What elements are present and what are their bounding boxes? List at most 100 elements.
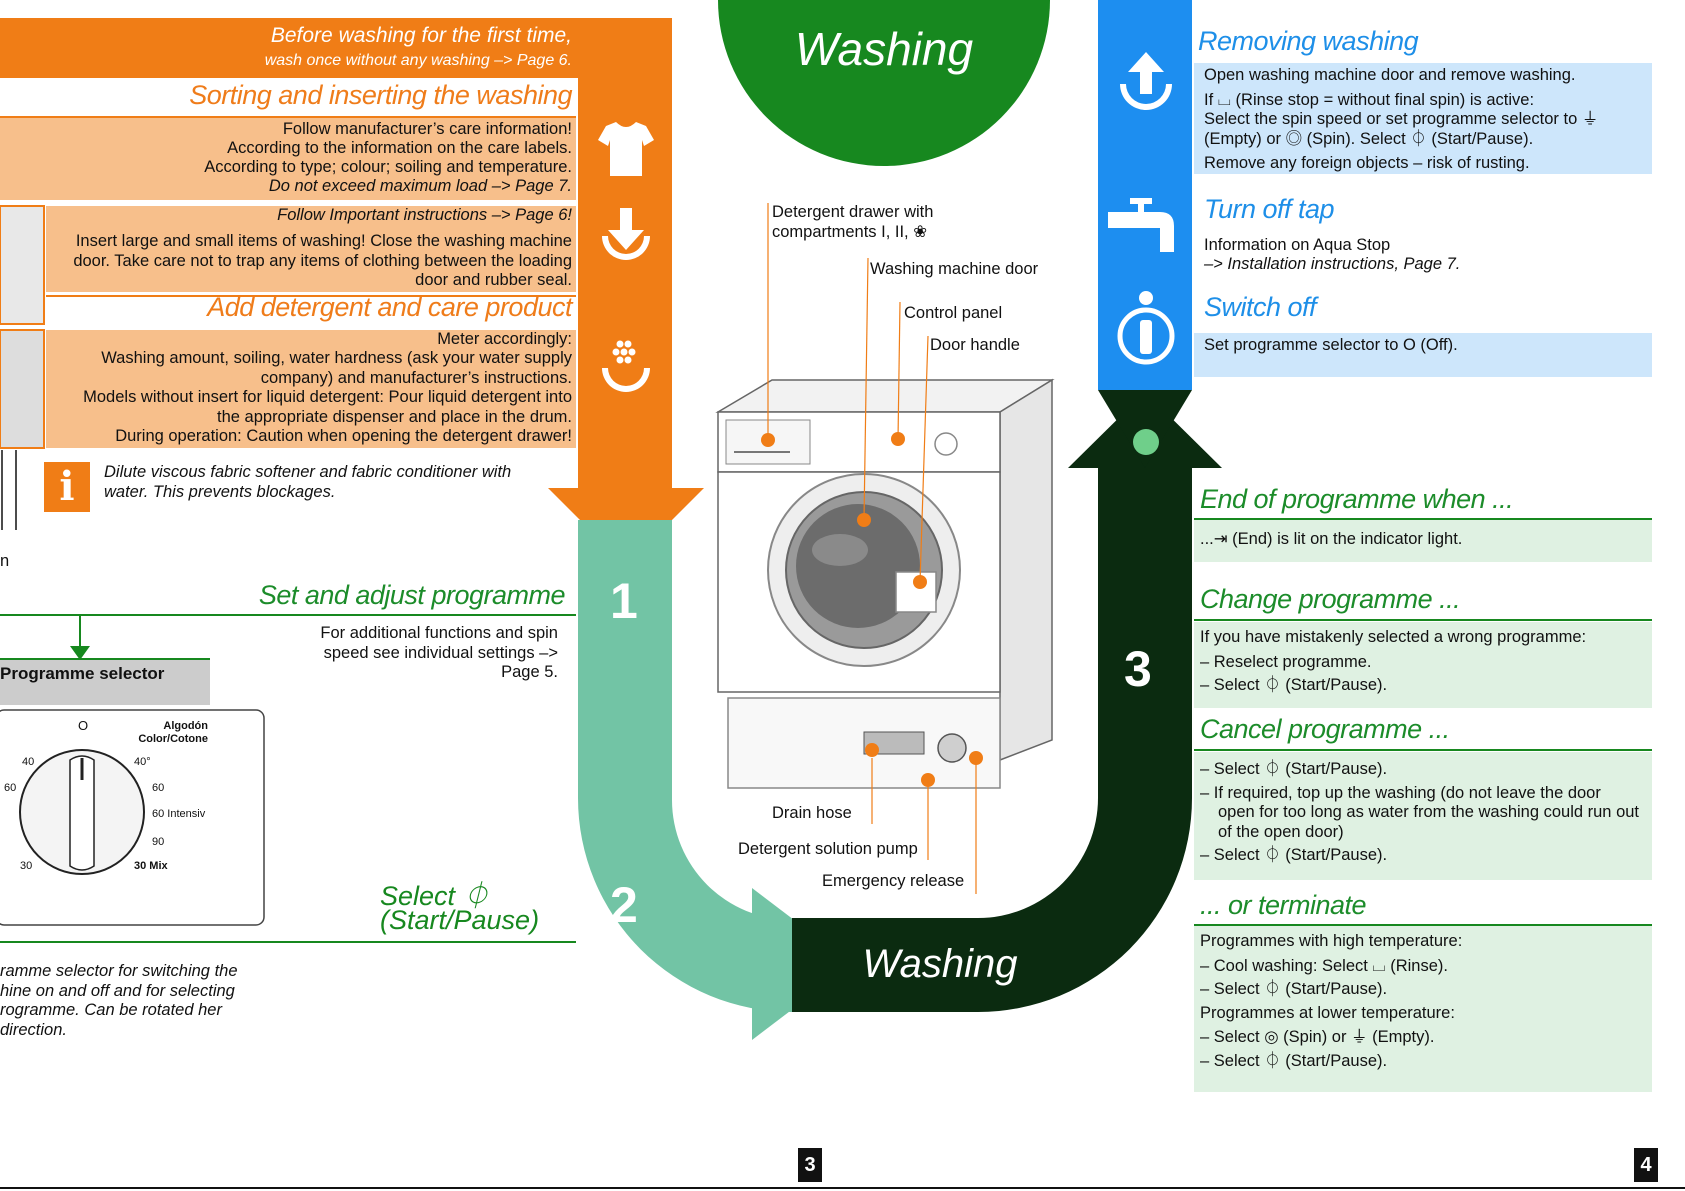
dial-algodon-label: Algodón	[163, 720, 208, 732]
removing-panel	[1194, 63, 1652, 174]
selector-note: ramme selector for switching the hine on…	[0, 962, 238, 1039]
detergent-line-1: Meter accordingly:	[437, 330, 572, 348]
release-marker	[969, 751, 983, 765]
dial-40-right: 40°	[134, 756, 151, 768]
terminate-high-item-2: – Select ⏀ (Start/Pause).	[1200, 980, 1388, 998]
sorting-panel	[0, 118, 576, 200]
step-3-number: 3	[1124, 641, 1152, 697]
detergent-line-2: Washing amount, soiling, water hardness …	[101, 349, 572, 387]
dial-color-label: Color/Cotone	[138, 733, 208, 745]
tap-icon	[1108, 198, 1174, 252]
end-line: ...⇥ (End) is lit on the indicator light…	[1200, 530, 1463, 548]
cut-letter: n	[0, 552, 10, 570]
terminate-high: Programmes with high temperature:	[1200, 932, 1463, 950]
cancel-item-3: – Select ⏀ (Start/Pause).	[1200, 846, 1388, 864]
insert-note: Follow Important instructions –> Page 6!	[277, 206, 572, 224]
sorting-line-1: Follow manufacturer’s care information!	[282, 120, 572, 138]
terminate-low-item-1: – Select ◎ (Spin) or ⏚ (Empty).	[1200, 1028, 1435, 1046]
selector-header	[0, 659, 210, 705]
first-wash-note-text: wash once without any washing –> Page 6.	[264, 52, 572, 69]
header-note-band	[0, 18, 578, 78]
load-arrow-icon	[602, 208, 650, 260]
sorting-line-3: According to type; colour; soiling and t…	[204, 158, 572, 176]
cancel-panel	[1194, 752, 1652, 880]
dial-mix: 30 Mix	[134, 860, 168, 872]
dial-30-left: 30	[20, 860, 33, 872]
orange-column	[578, 18, 672, 488]
end-heading: End of programme when ...	[1200, 484, 1514, 514]
terminate-low: Programmes at lower temperature:	[1200, 1003, 1455, 1022]
removing-line-2: If ⌴ (Rinse stop = without final spin) i…	[1204, 90, 1535, 109]
removing-line-3: Select the spin speed or set programme s…	[1204, 110, 1599, 148]
detergent-heading: Add detergent and care product	[207, 292, 572, 322]
insert-panel	[46, 206, 576, 292]
selector-label: Programme selector	[0, 664, 165, 683]
select-start-line-2: (Start/Pause)	[380, 905, 540, 935]
info-note: Dilute viscous fabric softener and fabri…	[104, 463, 512, 501]
detergent-line-3: Models without insert for liquid deterge…	[83, 388, 572, 426]
terminate-panel	[1194, 926, 1652, 1092]
drain-marker	[865, 743, 879, 757]
dial-intensiv: 60 Intensiv	[152, 808, 206, 820]
cancel-item-1: – Select ⏀ (Start/Pause).	[1200, 760, 1388, 778]
switch-panel	[1194, 333, 1652, 377]
terminate-high-item-1: – Cool washing: Select ⌴ (Rinse).	[1200, 956, 1448, 975]
detergent-icon	[602, 340, 650, 392]
page-number-right: 4	[1634, 1148, 1658, 1182]
tap-line-1: Information on Aqua Stop	[1204, 236, 1391, 254]
set-programme-heading: Set and adjust programme	[258, 580, 566, 610]
label-control-panel: Control panel	[904, 304, 1003, 322]
terminate-low-item-2: – Select ⏀ (Start/Pause).	[1200, 1051, 1388, 1070]
switch-off-heading: Switch off	[1204, 292, 1317, 322]
detergent-line-4: During operation: Caution when opening t…	[115, 427, 572, 445]
mint-path	[578, 520, 792, 1012]
change-text: If you have mistakenly selected a wrong …	[1200, 628, 1640, 700]
dial-60-right: 60	[152, 782, 165, 794]
set-programme-text: For additional functions and spin speed …	[320, 624, 558, 681]
dial-40-left: 40	[22, 756, 35, 768]
insert-text: Insert large and small items of washing!…	[73, 232, 572, 289]
end-panel	[1194, 520, 1652, 562]
terminate-text: Programmes with high temperature: – Cool…	[1200, 932, 1640, 1075]
change-item-1: – Reselect programme.	[1200, 652, 1372, 671]
dial-off-label: O	[78, 718, 89, 733]
sorting-heading: Sorting and inserting the washing	[189, 80, 572, 110]
sorting-line-2: According to the information on the care…	[227, 139, 572, 157]
label-emergency-release: Emergency release	[822, 872, 965, 890]
removing-text: Open washing machine door and remove was…	[1204, 66, 1644, 179]
tap-heading: Turn off tap	[1204, 194, 1335, 224]
label-door-handle: Door handle	[930, 336, 1020, 354]
step-2-number: 2	[610, 877, 638, 933]
sorting-line-4: Do not exceed maximum load –> Page 7.	[268, 177, 572, 195]
terminate-heading: ... or terminate	[1200, 890, 1367, 920]
switch-off-line: Set programme selector to O (Off).	[1204, 336, 1458, 354]
washing-machine-illustration	[715, 378, 1055, 789]
change-intro: If you have mistakenly selected a wrong …	[1200, 628, 1587, 646]
change-item-2: – Select ⏀ (Start/Pause).	[1200, 676, 1388, 694]
first-wash-note-title: Before washing for the first time,	[270, 24, 572, 47]
page-number-left: 3	[798, 1148, 822, 1182]
insert-photo	[0, 205, 45, 325]
dark-green-path	[792, 468, 1192, 1012]
change-heading: Change programme ...	[1200, 584, 1461, 614]
label-drain-hose: Drain hose	[772, 804, 852, 822]
removing-heading: Removing washing	[1198, 26, 1419, 56]
drawer-photo	[0, 329, 45, 449]
unload-arrow-icon	[1120, 52, 1172, 110]
info-circle-icon	[1117, 291, 1175, 365]
label-detergent-drawer: Detergent drawer with compartments I, II…	[772, 203, 934, 241]
info-square-icon: i	[44, 462, 90, 512]
change-panel	[1194, 622, 1652, 708]
tap-line-2: –> Installation instructions, Page 7.	[1204, 255, 1461, 273]
washing-title-bottom: Washing	[862, 942, 1018, 986]
status-dot	[1133, 429, 1159, 455]
removing-line-1: Open washing machine door and remove was…	[1204, 66, 1576, 84]
select-start-line-1: Select ⏀	[380, 881, 490, 911]
dial-60-left: 60	[4, 782, 17, 794]
detergent-panel	[46, 330, 576, 448]
step-1-number: 1	[610, 573, 638, 629]
washing-title-top: Washing	[794, 23, 974, 75]
tshirt-icon	[598, 122, 654, 176]
cancel-heading: Cancel programme ...	[1200, 714, 1450, 744]
